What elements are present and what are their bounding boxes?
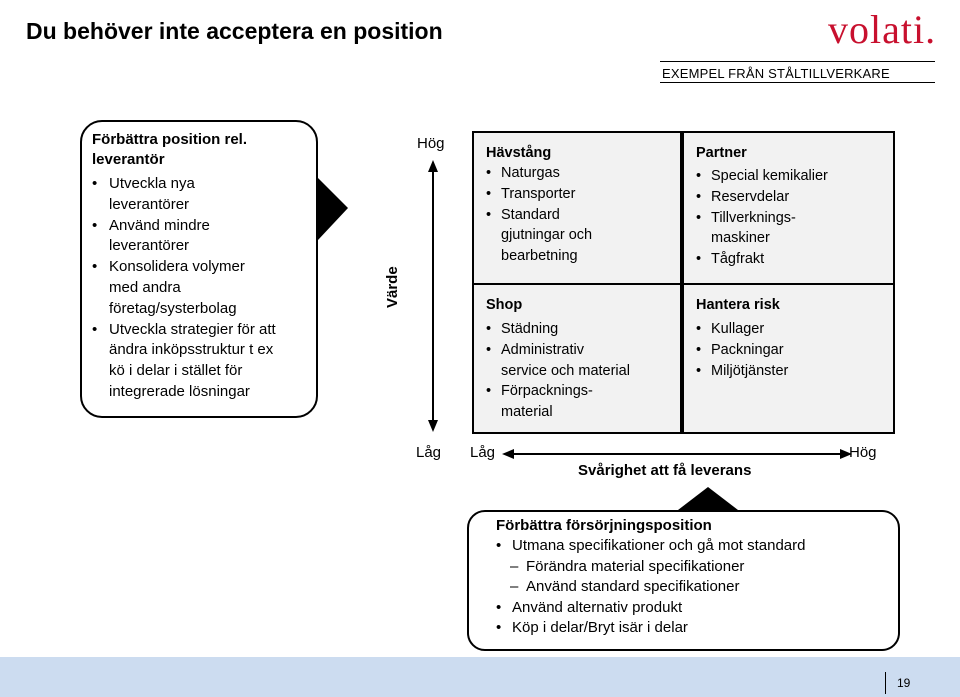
x-axis-low-label: Låg bbox=[470, 444, 496, 461]
x-axis-title: Svårighet att få leverans bbox=[578, 462, 752, 479]
page-title: Du behöver inte acceptera en position bbox=[26, 18, 443, 44]
page-number-divider bbox=[885, 672, 886, 694]
list-item: Utveckla nya leverantörer bbox=[92, 174, 306, 216]
list-item: Konsolidera volymer med andra företag/sy… bbox=[92, 257, 306, 319]
example-bottom-rule bbox=[660, 82, 935, 83]
list-item: Standard gjutningar och bearbetning bbox=[486, 205, 670, 267]
left-callout-pointer bbox=[318, 178, 348, 240]
y-axis-high-label: Hög bbox=[417, 135, 445, 152]
improve-supply-position-box: Förbättra försörjningsposition Utmana sp… bbox=[467, 510, 900, 651]
list-item: Förändra material specifikationer bbox=[496, 557, 884, 578]
quadrant-hantera-risk: Hantera risk Kullager Packningar Miljötj… bbox=[682, 283, 895, 434]
list-item: Tågfrakt bbox=[696, 249, 883, 270]
bottom-box-list-1: Utmana specifikationer och gå mot standa… bbox=[496, 536, 884, 557]
quadrant-title: Shop bbox=[486, 297, 523, 313]
list-item: Utmana specifikationer och gå mot standa… bbox=[496, 536, 884, 557]
list-item: Packningar bbox=[696, 340, 883, 361]
quadrant-list: Naturgas Transporter Standard gjutningar… bbox=[486, 163, 670, 267]
y-axis-low-label: Låg bbox=[416, 444, 442, 461]
list-item: Städning bbox=[486, 319, 670, 340]
footer-bar bbox=[0, 657, 960, 697]
bottom-box-sublist: Förändra material specifikationer Använd… bbox=[496, 557, 884, 598]
list-item: Special kemikalier bbox=[696, 166, 883, 187]
quadrant-list: Special kemikalier Reservdelar Tillverkn… bbox=[696, 166, 883, 270]
bottom-box-list-2: Använd alternativ produkt Köp i delar/Br… bbox=[496, 598, 884, 639]
left-box-heading-line1: Förbättra position rel. bbox=[92, 131, 248, 148]
list-item: Administrativ service och material bbox=[486, 340, 670, 382]
list-item: Naturgas bbox=[486, 163, 670, 184]
quadrant-partner: Partner Special kemikalier Reservdelar T… bbox=[682, 131, 895, 285]
left-box-heading-line2: leverantör bbox=[92, 151, 165, 168]
quadrant-havstang: Hävstång Naturgas Transporter Standard g… bbox=[472, 131, 682, 285]
page-number: 19 bbox=[897, 676, 911, 690]
list-item: Utveckla strategier för att ändra inköps… bbox=[92, 320, 306, 403]
x-axis-high-label: Hög bbox=[849, 444, 877, 461]
x-axis-arrow bbox=[502, 449, 852, 459]
improve-supplier-position-box: Förbättra position rel. leverantör Utvec… bbox=[80, 120, 318, 418]
volati-logo: volati. bbox=[828, 7, 937, 52]
y-axis-title: Värde bbox=[384, 266, 401, 308]
list-item: Köp i delar/Bryt isär i delar bbox=[496, 618, 884, 639]
bottom-box-heading: Förbättra försörjningsposition bbox=[496, 517, 712, 534]
example-top-rule bbox=[660, 61, 935, 62]
quadrant-title: Hävstång bbox=[486, 145, 552, 161]
list-item: Använd standard specifikationer bbox=[496, 577, 884, 598]
list-item: Kullager bbox=[696, 319, 883, 340]
left-box-list: Utveckla nya leverantörer Använd mindre … bbox=[92, 174, 306, 403]
list-item: Miljötjänster bbox=[696, 361, 883, 382]
quadrant-shop: Shop Städning Administrativ service och … bbox=[472, 283, 682, 434]
quadrant-list: Kullager Packningar Miljötjänster bbox=[696, 319, 883, 381]
quadrant-title: Partner bbox=[696, 145, 747, 161]
quadrant-title: Hantera risk bbox=[696, 297, 780, 313]
list-item: Förpacknings- material bbox=[486, 381, 670, 423]
list-item: Använd alternativ produkt bbox=[496, 598, 884, 619]
y-axis-arrow bbox=[428, 160, 438, 432]
list-item: Använd mindre leverantörer bbox=[92, 216, 306, 258]
quadrant-list: Städning Administrativ service och mater… bbox=[486, 319, 670, 423]
bottom-callout-pointer bbox=[678, 487, 738, 510]
list-item: Tillverknings- maskiner bbox=[696, 208, 883, 250]
list-item: Transporter bbox=[486, 184, 670, 205]
example-label: EXEMPEL FRÅN STÅLTILLVERKARE bbox=[662, 66, 890, 81]
list-item: Reservdelar bbox=[696, 187, 883, 208]
